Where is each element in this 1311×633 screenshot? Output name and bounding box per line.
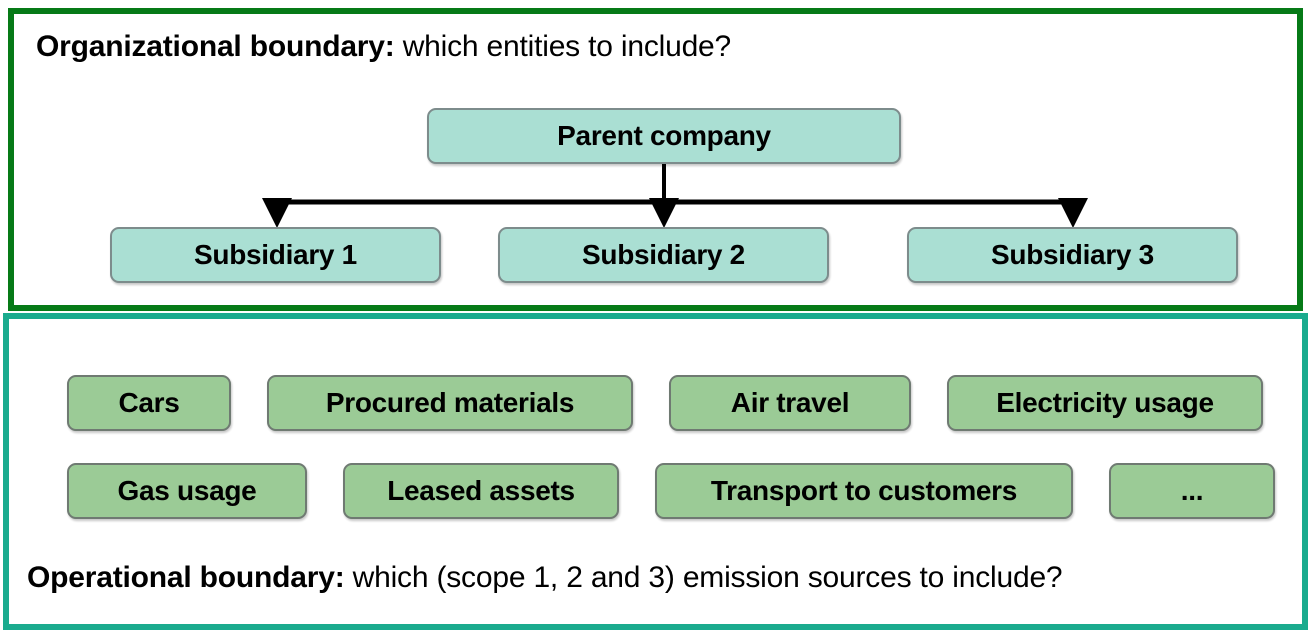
subsidiary-1-label: Subsidiary 1 [194,239,357,270]
emission-source-gas-usage-label: Gas usage [117,475,257,506]
emission-source-transport-to-customers[interactable]: Transport to customers [655,463,1073,519]
emission-source-procured-materials[interactable]: Procured materials [267,375,633,431]
emission-source-leased-assets[interactable]: Leased assets [343,463,619,519]
emission-source-leased-assets-label: Leased assets [387,475,575,506]
arrowhead-subsidiary-3 [1058,198,1088,228]
arrowhead-subsidiary-1 [262,198,292,228]
emission-source-row-2: Gas usage Leased assets Transport to cus… [67,463,1275,519]
organizational-boundary-panel: Organizational boundary: which entities … [8,8,1303,311]
emission-source-more-label: ... [1180,475,1204,506]
operational-boundary-caption-rest: which (scope 1, 2 and 3) emission source… [344,561,1063,594]
emission-source-procured-materials-label: Procured materials [325,387,575,418]
emission-source-electricity-usage[interactable]: Electricity usage [947,375,1263,431]
parent-company-node[interactable]: Parent company [427,108,901,164]
emission-source-electricity-usage-label: Electricity usage [996,387,1214,418]
parent-company-label: Parent company [557,120,771,151]
subsidiary-3-node[interactable]: Subsidiary 3 [907,227,1238,283]
subsidiary-2-label: Subsidiary 2 [582,239,745,270]
organizational-boundary-caption-rest: which entities to include? [394,30,732,63]
organizational-boundary-caption: Organizational boundary: which entities … [36,30,731,64]
emission-source-cars-label: Cars [118,387,180,418]
organizational-boundary-caption-lead: Organizational boundary: [36,30,395,63]
arrowhead-subsidiary-2 [649,198,679,228]
emission-source-air-travel[interactable]: Air travel [669,375,911,431]
emission-source-more[interactable]: ... [1109,463,1275,519]
subsidiary-1-node[interactable]: Subsidiary 1 [110,227,441,283]
operational-boundary-panel: Cars Procured materials Air travel Elect… [3,313,1308,630]
subsidiary-2-node[interactable]: Subsidiary 2 [498,227,829,283]
emission-source-row-1: Cars Procured materials Air travel Elect… [67,375,1263,431]
emission-source-transport-to-customers-label: Transport to customers [710,475,1018,506]
emission-source-cars[interactable]: Cars [67,375,231,431]
emission-source-gas-usage[interactable]: Gas usage [67,463,307,519]
operational-boundary-caption-lead: Operational boundary: [27,561,345,594]
emission-source-air-travel-label: Air travel [730,387,850,418]
operational-boundary-caption: Operational boundary: which (scope 1, 2 … [27,561,1063,595]
subsidiary-3-label: Subsidiary 3 [991,239,1154,270]
